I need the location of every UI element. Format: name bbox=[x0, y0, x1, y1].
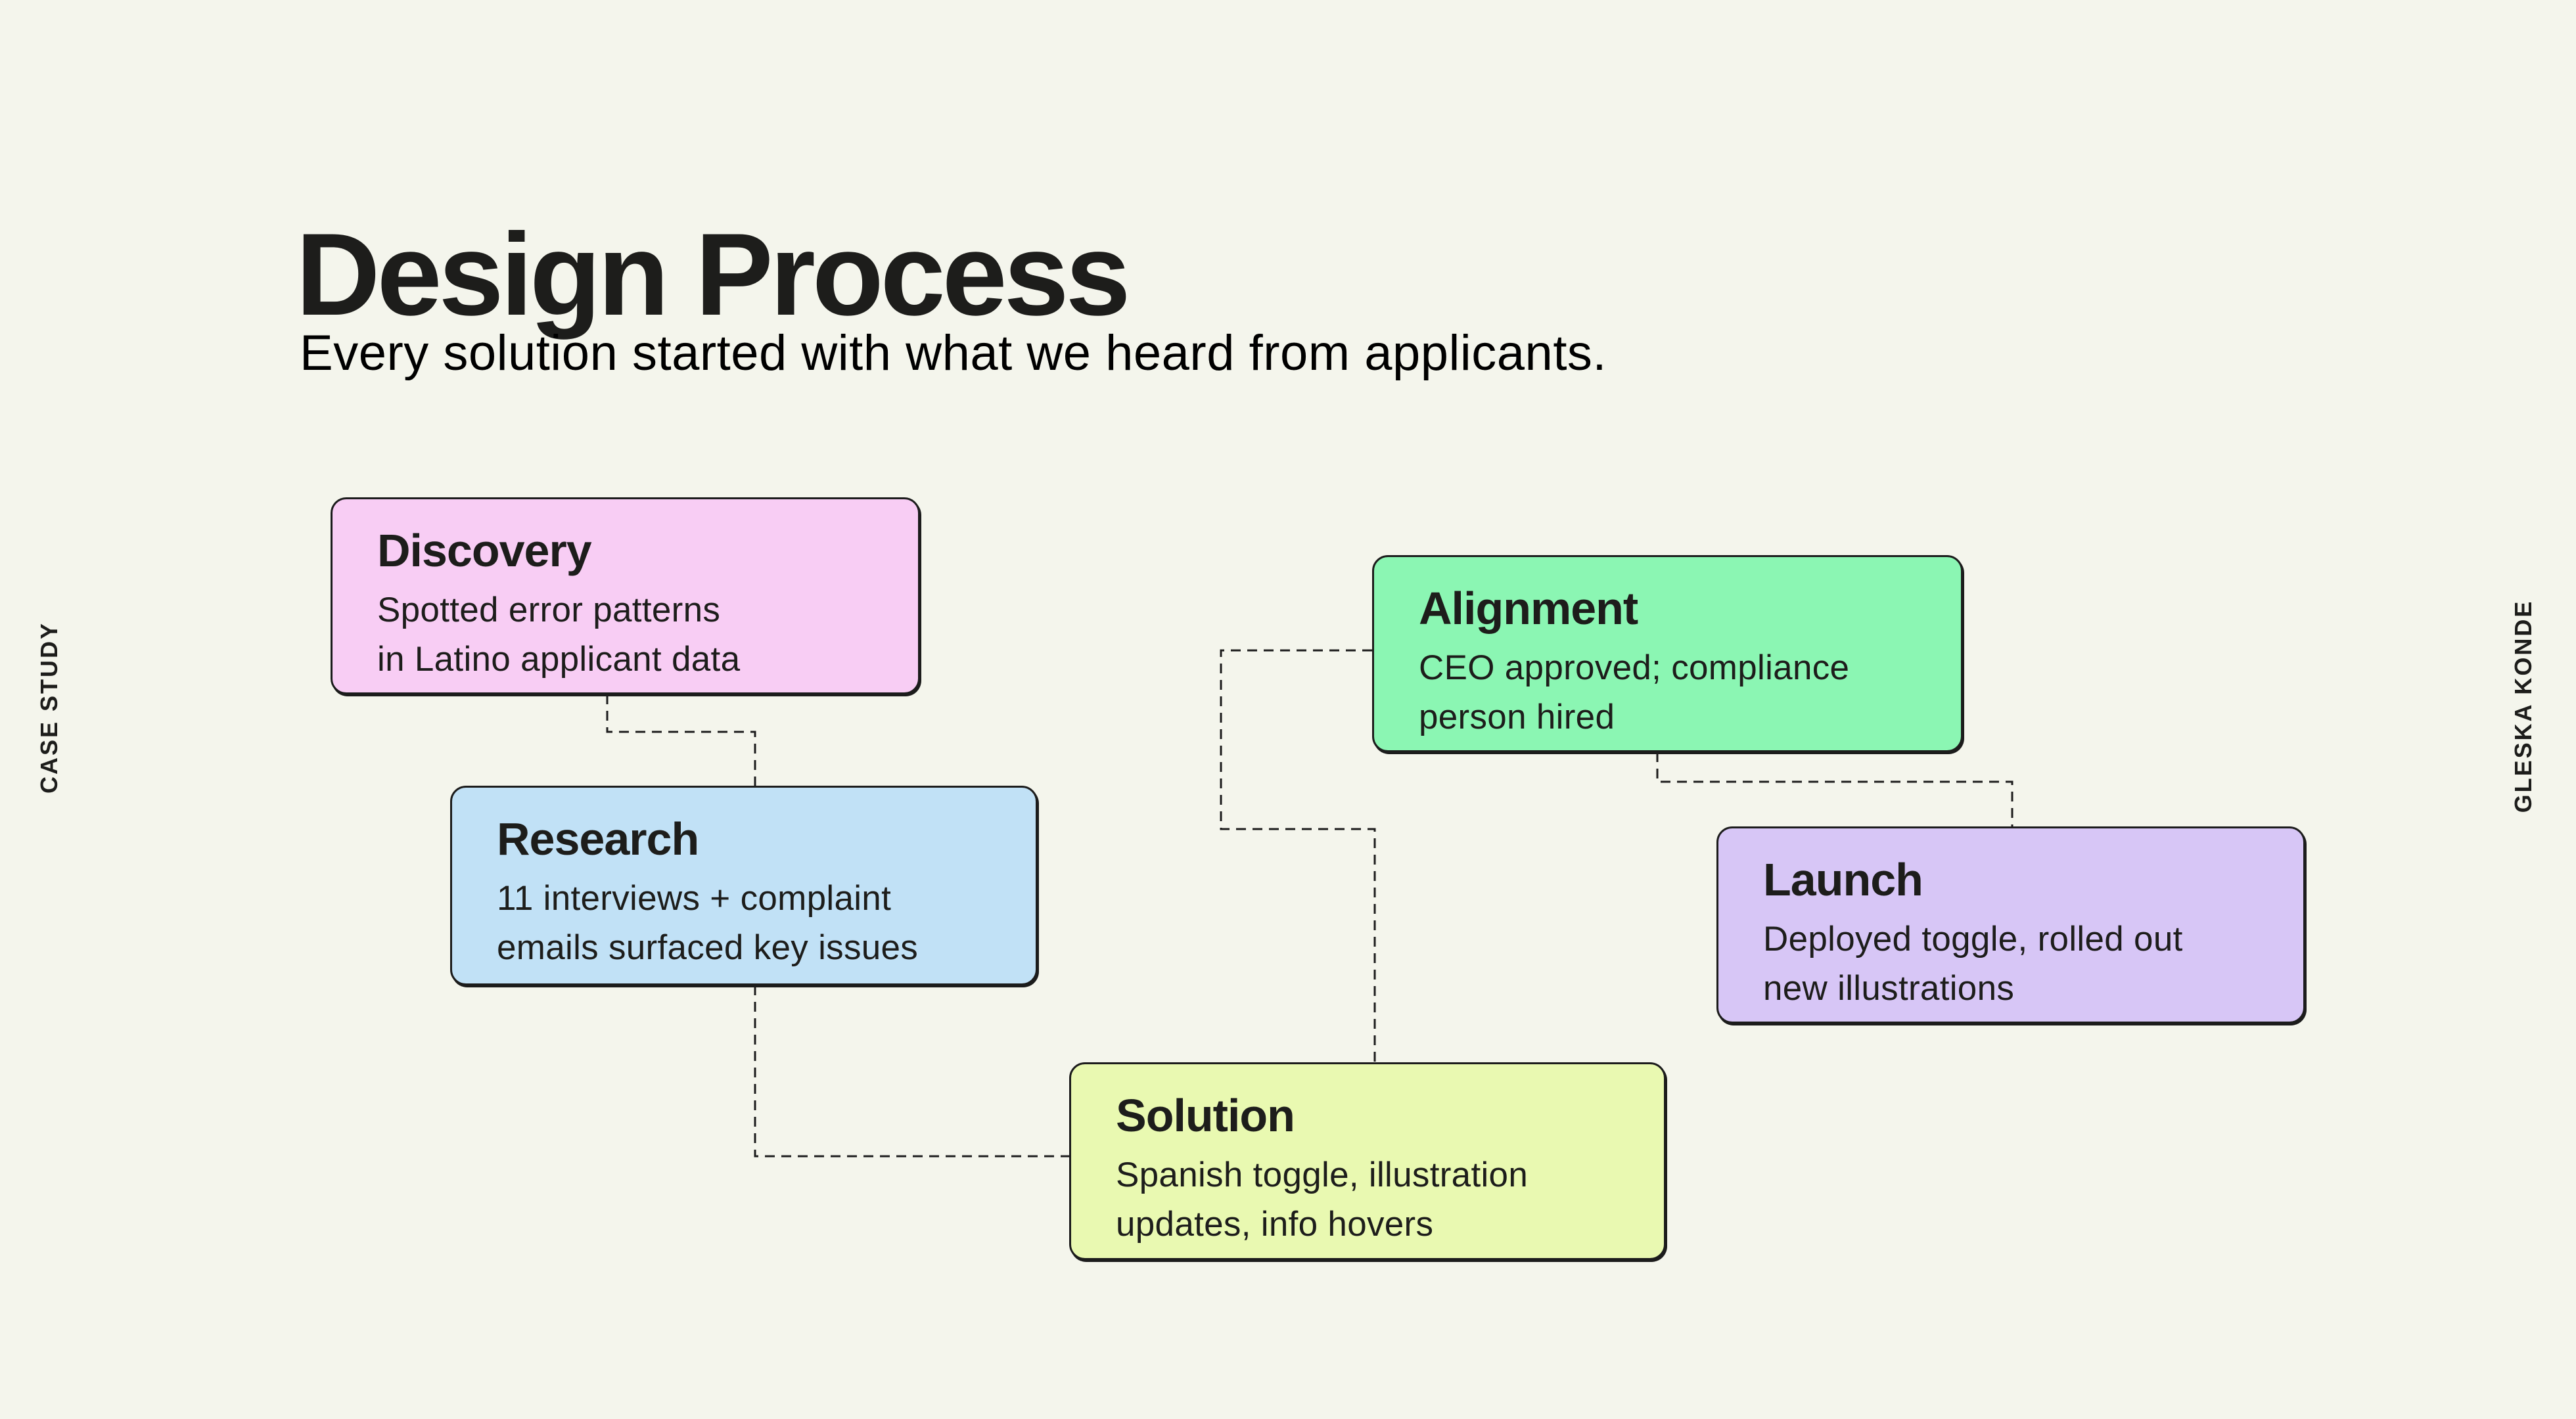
author-side-label: GLESKA KONDE bbox=[2510, 599, 2537, 813]
step-body: Deployed toggle, rolled out new illustra… bbox=[1763, 920, 2183, 1008]
step-box-launch: Launch Deployed toggle, rolled out new i… bbox=[1716, 826, 2305, 1024]
step-body: Spotted error patterns in Latino applica… bbox=[377, 591, 741, 679]
connector-research-to-solution bbox=[754, 985, 1069, 1158]
page-subtitle: Every solution started with what we hear… bbox=[300, 325, 1607, 381]
case-study-side-label: CASE STUDY bbox=[35, 621, 62, 794]
step-box-solution: Solution Spanish toggle, illustration up… bbox=[1069, 1062, 1666, 1260]
page-title: Design Process bbox=[296, 209, 1131, 340]
step-title: Launch bbox=[1763, 854, 1923, 905]
step-box-discovery: Discovery Spotted error patterns in Lati… bbox=[331, 497, 920, 694]
step-box-alignment: Alignment CEO approved; compliance perso… bbox=[1372, 555, 1963, 752]
step-body: 11 interviews + complaint emails surface… bbox=[497, 879, 919, 968]
step-box-research: Research 11 interviews + complaint email… bbox=[450, 786, 1038, 985]
step-title: Discovery bbox=[377, 525, 592, 576]
step-title: Research bbox=[497, 813, 699, 865]
connector-alignment-to-launch bbox=[1656, 752, 2013, 826]
step-title: Solution bbox=[1116, 1090, 1295, 1141]
step-body: Spanish toggle, illustration updates, in… bbox=[1116, 1156, 1529, 1244]
step-title: Alignment bbox=[1419, 583, 1638, 634]
connector-alignment-to-solution bbox=[1220, 649, 1376, 1062]
step-body: CEO approved; compliance person hired bbox=[1419, 648, 1850, 737]
connector-discovery-to-research bbox=[606, 694, 756, 786]
